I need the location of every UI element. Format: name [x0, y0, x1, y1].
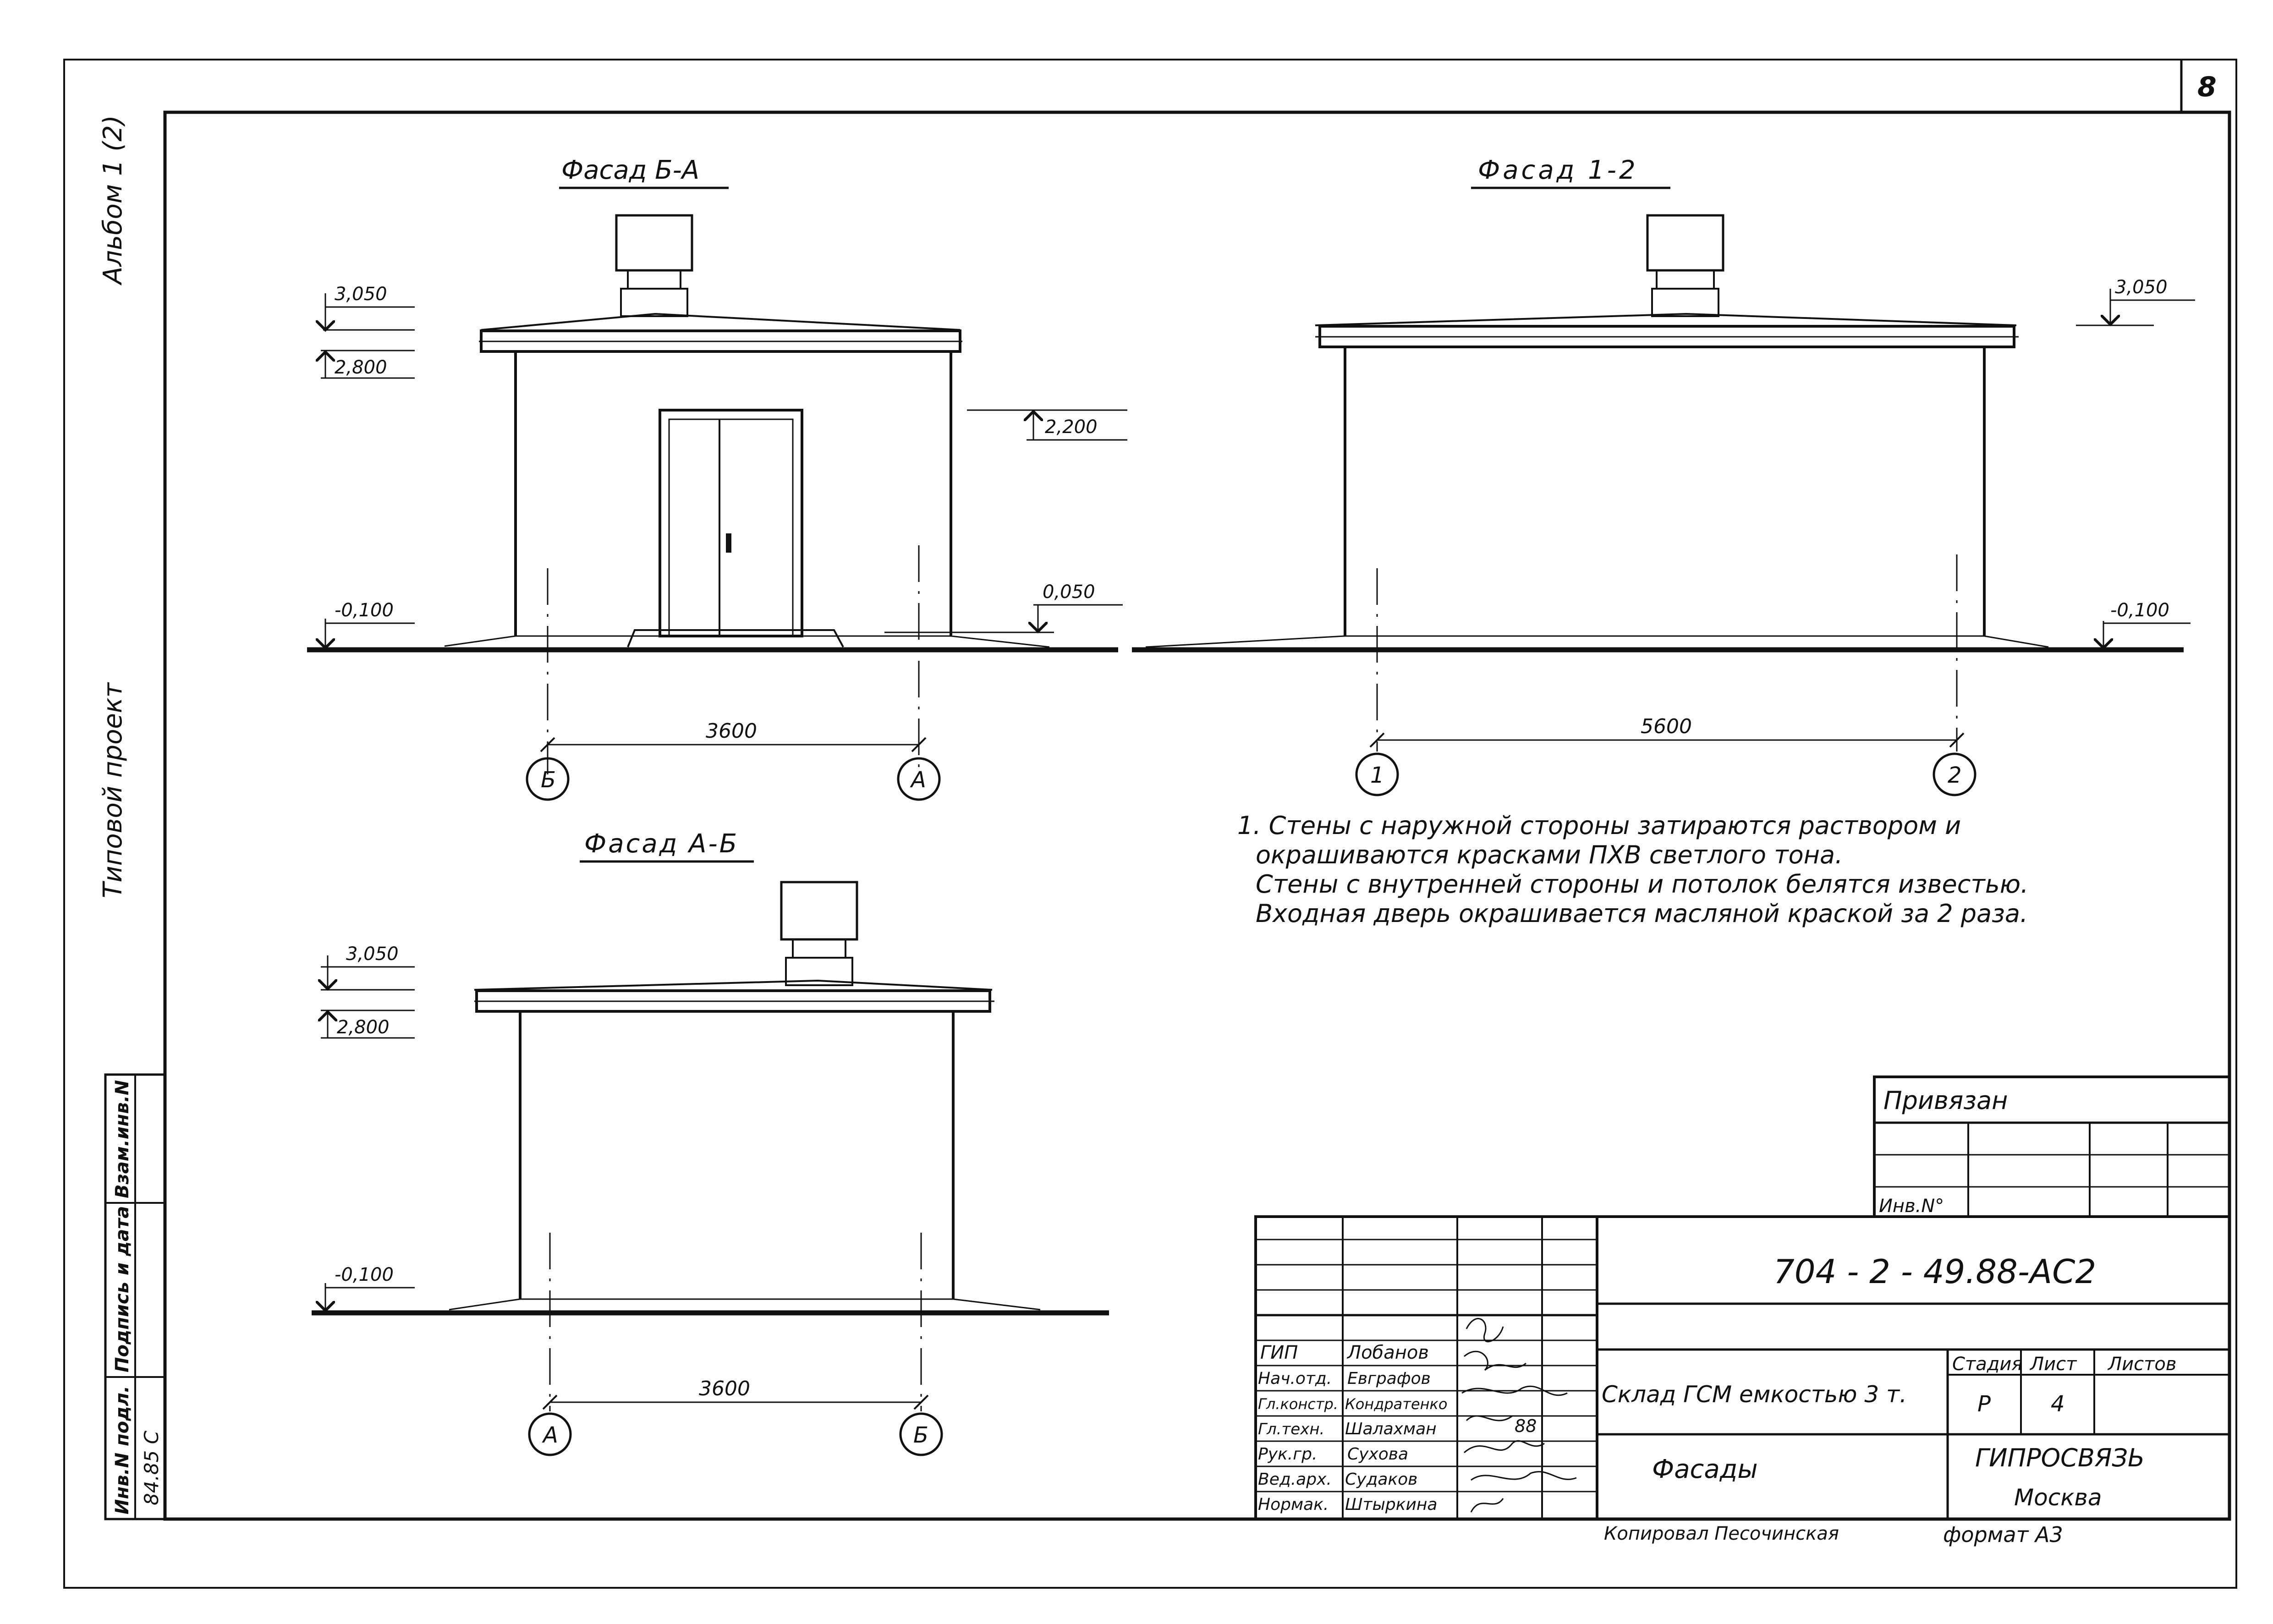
inv-label: Инв.N° — [1879, 1196, 1944, 1217]
svg-text:3,050: 3,050 — [346, 944, 399, 965]
sheets-label: Листов — [2107, 1354, 2176, 1375]
svg-text:-0,100: -0,100 — [335, 1264, 394, 1285]
svg-text:Штыркина: Штыркина — [1345, 1495, 1437, 1514]
svg-text:А: А — [542, 1422, 558, 1448]
facade-12-dimension: 5600 — [1641, 715, 1692, 738]
object-name: Склад ГСМ емкостью 3 т. — [1602, 1381, 1907, 1408]
svg-text:Нормак.: Нормак. — [1258, 1495, 1329, 1514]
svg-text:Подпись и дата: Подпись и дата — [112, 1206, 133, 1372]
svg-text:Лобанов: Лобанов — [1346, 1342, 1429, 1363]
date-fragment: 88 — [1515, 1416, 1537, 1436]
sheet-name: Фасады — [1652, 1454, 1758, 1484]
note-line: 1. Стены с наружной стороны затираются р… — [1237, 811, 1961, 840]
facade-ba-dimension: 3600 — [706, 719, 757, 743]
svg-text:-0,100: -0,100 — [2110, 600, 2169, 621]
facade-ab-title: Фасад А-Б — [584, 829, 739, 859]
stage-label: Стадия — [1952, 1354, 2022, 1375]
facade-ab-view: Фасад А-Б 3600 А Б 3,050 2,800 — [312, 829, 1109, 1456]
sheet-value: 4 — [2051, 1391, 2065, 1417]
svg-text:Шалахман: Шалахман — [1345, 1420, 1437, 1438]
signatures — [1461, 1318, 1577, 1513]
svg-text:Нач.отд.: Нач.отд. — [1258, 1369, 1332, 1388]
note-line: Входная дверь окрашивается масляной крас… — [1256, 899, 2028, 928]
svg-text:0,050: 0,050 — [1043, 582, 1095, 603]
svg-text:3,050: 3,050 — [2115, 277, 2168, 298]
svg-text:2,800: 2,800 — [335, 357, 387, 378]
svg-text:Сухова: Сухова — [1347, 1445, 1408, 1464]
svg-text:Б: Б — [541, 767, 556, 793]
svg-text:-0,100: -0,100 — [335, 600, 394, 621]
svg-text:ГИП: ГИП — [1260, 1342, 1298, 1363]
note-line: окрашиваются красками ПХВ светлого тона. — [1256, 840, 1843, 869]
city: Москва — [2014, 1484, 2102, 1511]
title-block: Привязан Инв.N° 704 - 2 - 49.88-АС2 Скла… — [1254, 1075, 2231, 1547]
svg-text:Судаков: Судаков — [1345, 1470, 1417, 1489]
organization: ГИПРОСВЯЗЬ — [1975, 1443, 2145, 1472]
svg-text:А: А — [910, 767, 926, 793]
facade-ba-view: Фасад Б-А 3600 Б А — [307, 155, 1127, 801]
album-label: Альбом 1 (2) — [98, 115, 128, 285]
svg-text:Инв.N подл.: Инв.N подл. — [112, 1386, 133, 1514]
facade-ab-dimension: 3600 — [699, 1377, 750, 1400]
svg-text:84.85 С: 84.85 С — [140, 1430, 163, 1505]
svg-text:Взам.инв.N: Взам.инв.N — [112, 1080, 133, 1198]
general-notes: 1. Стены с наружной стороны затираются р… — [1237, 811, 2223, 928]
svg-text:2,200: 2,200 — [1045, 417, 1098, 438]
typical-project-label: Типовой проект — [98, 682, 128, 898]
format-label: формат А3 — [1943, 1522, 2063, 1547]
svg-text:1: 1 — [1370, 763, 1384, 788]
svg-text:Рук.гр.: Рук.гр. — [1258, 1445, 1317, 1464]
note-line: Стены с внутренней стороны и потолок бел… — [1256, 870, 2029, 899]
facade-12-view: Фасад 1-2 5600 1 2 3,050 -0,100 — [1132, 155, 2195, 796]
svg-text:2,800: 2,800 — [337, 1017, 390, 1038]
document-code: 704 - 2 - 49.88-АС2 — [1773, 1252, 2096, 1291]
left-margin-stamp: Взам.инв.N Подпись и дата Инв.N подл. 84… — [104, 1073, 166, 1520]
inner-frame — [163, 110, 2231, 1521]
outer-border — [63, 59, 2237, 1589]
page-number: 8 — [2197, 71, 2217, 103]
copied-by: Копировал Песочинская — [1604, 1523, 1839, 1544]
stage-value: Р — [1977, 1391, 1991, 1417]
svg-text:3,050: 3,050 — [335, 284, 387, 305]
facade-12-title: Фасад 1-2 — [1478, 155, 1638, 185]
svg-text:Евграфов: Евграфов — [1347, 1369, 1431, 1388]
svg-text:Гл.техн.: Гл.техн. — [1258, 1420, 1324, 1438]
attached-label: Привязан — [1883, 1086, 2008, 1115]
svg-text:Кондратенко: Кондратенко — [1345, 1395, 1447, 1413]
svg-text:Вед.арх.: Вед.арх. — [1258, 1470, 1332, 1489]
facade-ba-title: Фасад Б-А — [561, 155, 699, 185]
svg-text:2: 2 — [1948, 763, 1962, 788]
svg-text:Б: Б — [913, 1422, 928, 1448]
sheet-label: Лист — [2029, 1354, 2077, 1375]
svg-text:Гл.констр.: Гл.констр. — [1258, 1395, 1338, 1413]
